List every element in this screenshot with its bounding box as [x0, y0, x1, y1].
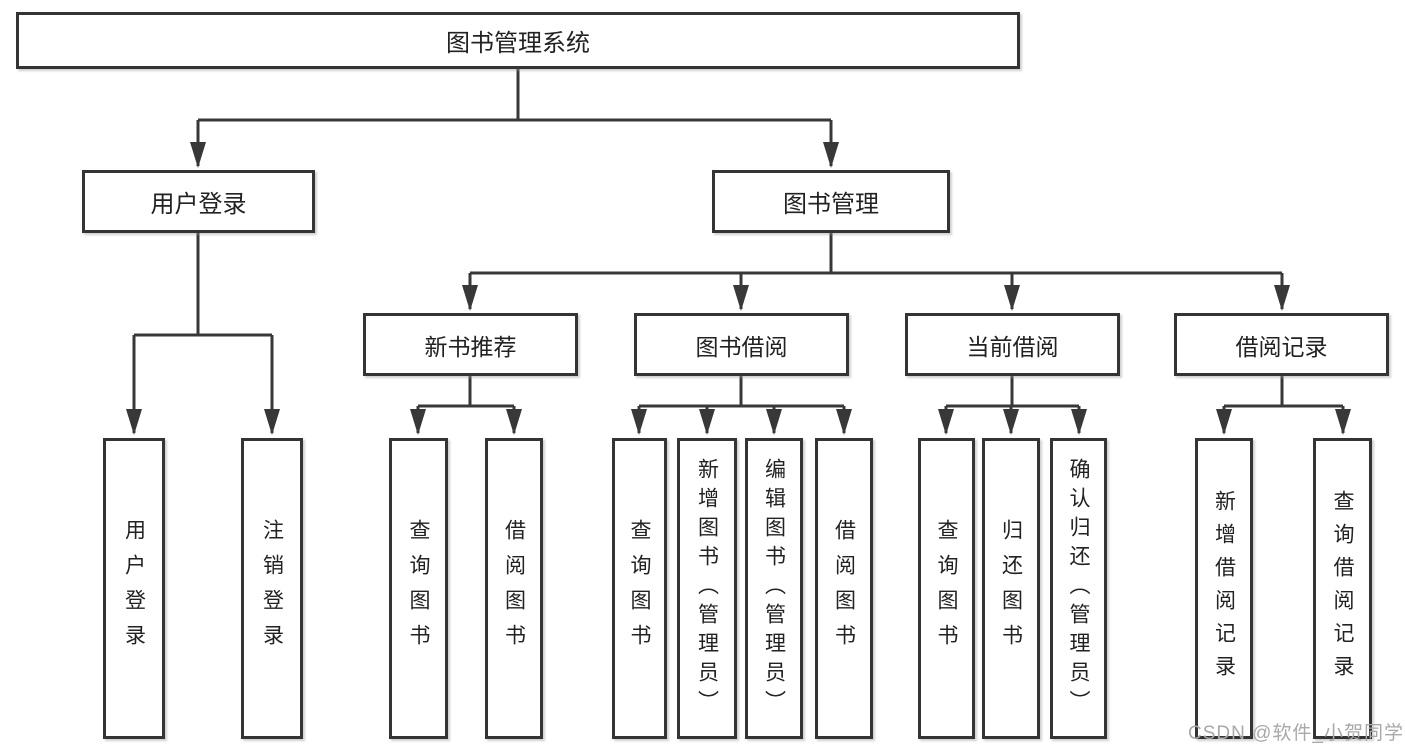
leaf-cb-return-books: 归还图书 [982, 438, 1040, 739]
node-label: 用户登录 [150, 191, 247, 218]
leaf-cb-query-books: 查询图书 [918, 438, 975, 739]
node-label: 图书管理 [783, 191, 879, 218]
node-new-book-recommend: 新书推荐 [363, 313, 578, 376]
node-label: 借阅记录 [1235, 333, 1328, 360]
node-label: 查询图书 [628, 518, 651, 659]
node-label: 归还图书 [999, 518, 1023, 659]
node-book-management: 图书管理 [712, 170, 950, 233]
leaf-br-add-record: 新增借阅记录 [1195, 438, 1253, 739]
leaf-nbr-query-books: 查询图书 [389, 438, 448, 739]
leaf-bb-add-books-admin: 新增图书（管理员） [677, 438, 737, 739]
node-root-system: 图书管理系统 [16, 12, 1020, 69]
node-book-borrow: 图书借阅 [634, 313, 849, 376]
node-label: 查询借阅记录 [1331, 489, 1354, 688]
leaf-cb-confirm-return-admin: 确认归还（管理员） [1050, 438, 1107, 739]
node-label: 图书借阅 [695, 333, 788, 360]
node-user-login: 用户登录 [82, 170, 315, 233]
leaf-br-query-record: 查询借阅记录 [1313, 438, 1372, 739]
leaf-bb-borrow-books: 借阅图书 [815, 438, 873, 739]
node-label: 用户登录 [122, 518, 146, 659]
leaf-nbr-borrow-books: 借阅图书 [485, 438, 543, 739]
node-label: 借阅图书 [502, 518, 526, 659]
leaf-bb-edit-books-admin: 编辑图书（管理员） [745, 438, 803, 739]
node-label: 确认归还（管理员） [1067, 458, 1090, 719]
node-borrow-records: 借阅记录 [1174, 313, 1389, 376]
node-label: 查询图书 [407, 518, 430, 659]
node-label: 新增借阅记录 [1212, 489, 1236, 688]
node-label: 借阅图书 [832, 518, 856, 659]
node-label: 图书管理系统 [446, 30, 590, 57]
csdn-watermark: CSDN @软件_小贺同学 [1188, 723, 1404, 744]
connectors [126, 69, 1351, 435]
node-current-borrow: 当前借阅 [905, 313, 1120, 376]
leaf-bb-query-books: 查询图书 [612, 438, 667, 739]
node-label: 查询图书 [935, 518, 958, 659]
node-label: 注销登录 [260, 518, 284, 659]
leaf-logout: 注销登录 [241, 438, 303, 739]
node-label: 编辑图书（管理员） [762, 458, 786, 719]
node-label: 新书推荐 [424, 333, 517, 360]
leaf-user-login: 用户登录 [103, 438, 165, 739]
node-label: 新增图书（管理员） [695, 458, 719, 719]
node-label: 当前借阅 [966, 333, 1059, 360]
